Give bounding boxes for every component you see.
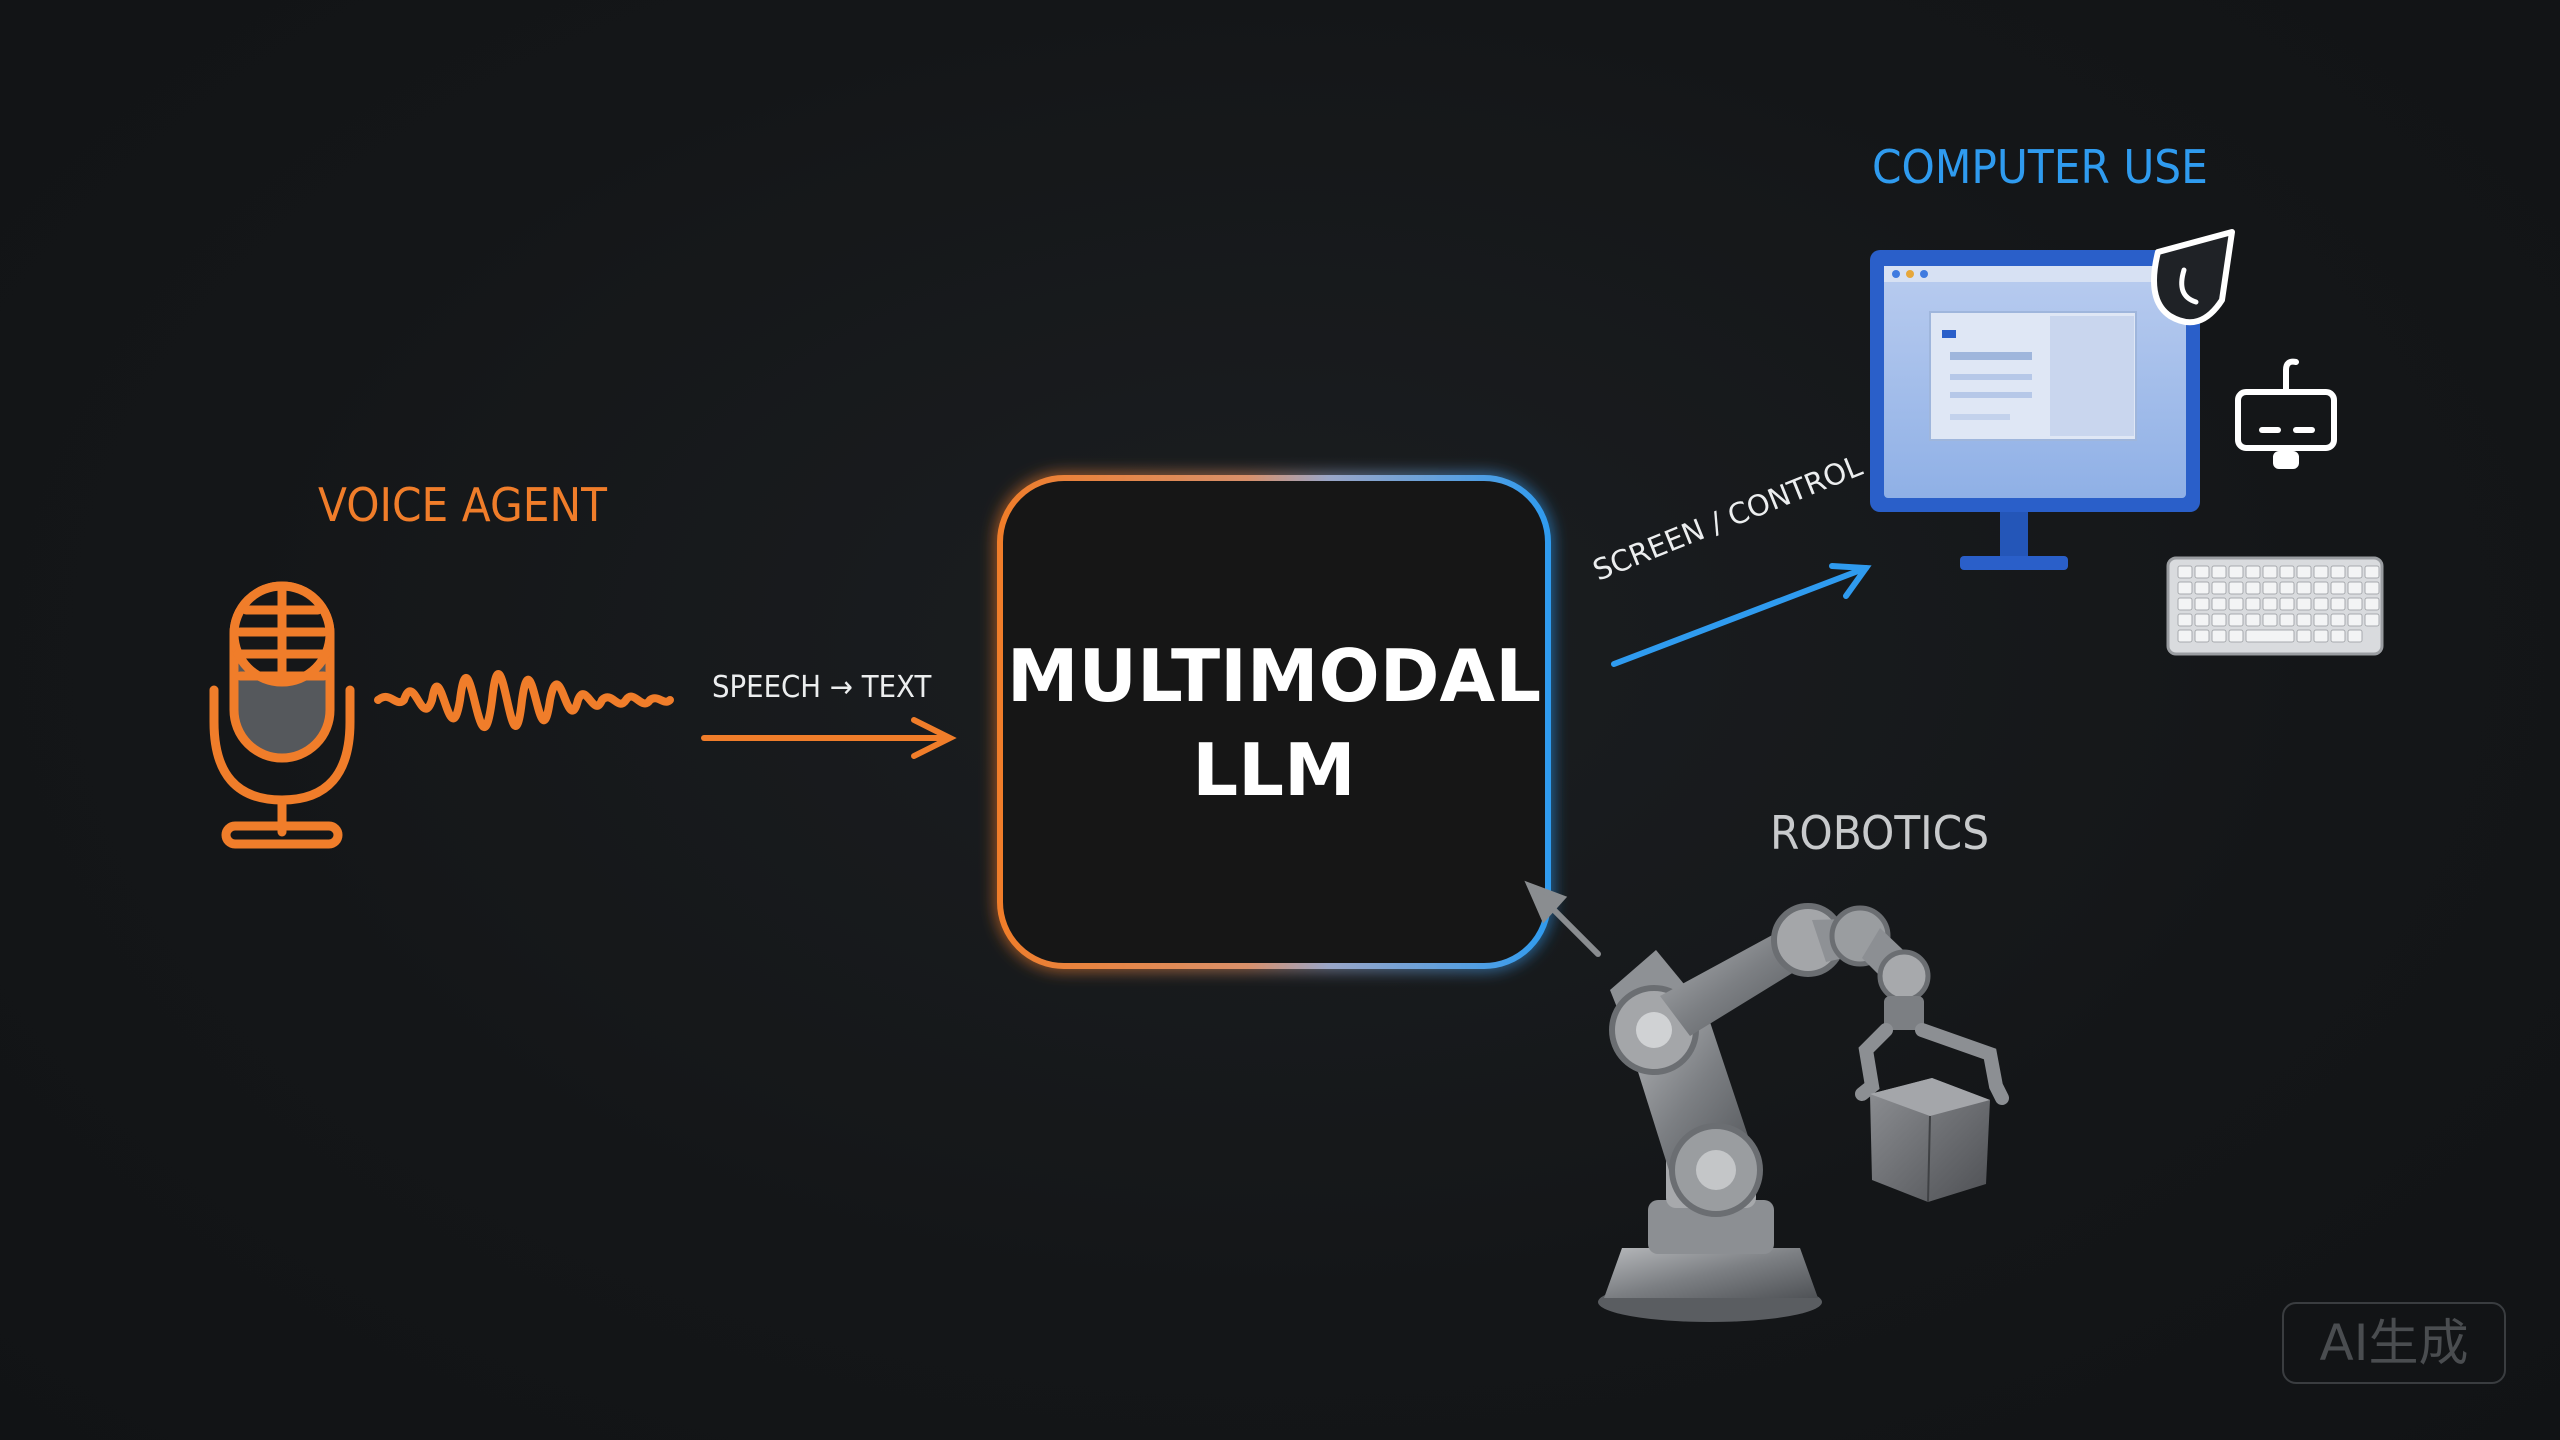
keyboard-key [2279,597,2295,611]
computer-use-label: COMPUTER USE [1872,140,2208,194]
keyboard-key [2364,581,2380,595]
llm-title-line2: LLM [1192,728,1356,812]
keyboard-key [2313,565,2329,579]
keyboard-key [2194,581,2210,595]
llm-title-line1: MULTIMODAL [1006,634,1542,718]
keyboard-key [2211,581,2227,595]
keyboard-key [2211,565,2227,579]
keyboard-key [2313,581,2329,595]
voice-agent-label: VOICE AGENT [318,478,607,532]
keyboard-key [2330,613,2346,627]
keyboard-key [2296,613,2312,627]
sound-wave-icon [374,670,674,732]
keyboard-key [2347,613,2363,627]
keyboard-key [2279,613,2295,627]
keyboard-key [2347,629,2363,643]
small-device-icon [2235,358,2337,469]
robotic-arm-icon [1598,903,2009,1322]
monitor-icon [1870,250,2200,570]
keyboard-key [2177,581,2193,595]
microphone-icon [209,581,355,849]
keyboard-key [2296,581,2312,595]
keyboard-key [2177,565,2193,579]
keyboard-key [2262,565,2278,579]
keyboard-key [2330,581,2346,595]
arrow-robotics-to-llm [1524,880,1601,957]
keyboard-key [2194,597,2210,611]
keyboard-key [2228,629,2244,643]
keyboard-key [2262,597,2278,611]
keyboard-key [2364,597,2380,611]
mouse-cursor-icon [2151,229,2235,326]
keyboard-key [2177,629,2193,643]
keyboard-key [2296,597,2312,611]
keyboard-key [2245,597,2261,611]
keyboard-key [2364,565,2380,579]
keyboard-key [2177,613,2193,627]
keyboard-key [2347,565,2363,579]
keyboard-key [2262,613,2278,627]
keyboard-key [2313,613,2329,627]
keyboard-key [2194,613,2210,627]
arrow-screen-control [1611,563,1872,667]
keyboard-icon [2166,556,2384,656]
keyboard-key [2211,597,2227,611]
keyboard-key [2245,613,2261,627]
keyboard-key [2347,597,2363,611]
keyboard-key [2177,597,2193,611]
ai-generated-watermark: AI生成 [2282,1302,2506,1384]
keyboard-key [2228,613,2244,627]
keyboard-key [2313,629,2329,643]
keyboard-key [2279,565,2295,579]
speech-to-text-edge-label: SPEECH → TEXT [712,670,932,705]
keyboard-key [2211,629,2227,643]
keyboard-key [2228,581,2244,595]
keyboard-key [2245,581,2261,595]
keyboard-key [2296,629,2312,643]
keyboard-key [2194,565,2210,579]
robotics-label: ROBOTICS [1770,806,1990,860]
keyboard-key [2330,597,2346,611]
keyboard-key [2245,629,2295,643]
keyboard-key [2296,565,2312,579]
keyboard-key [2313,597,2329,611]
llm-box-border [997,475,1551,969]
keyboard-key [2330,629,2346,643]
keyboard-key [2364,613,2380,627]
arrow-speech-to-text [701,717,957,759]
keyboard-key [2245,565,2261,579]
keyboard-key [2194,629,2210,643]
keyboard-key [2279,581,2295,595]
keyboard-key [2347,581,2363,595]
keyboard-key [2262,581,2278,595]
keyboard-key [2330,565,2346,579]
keyboard-key [2211,613,2227,627]
keyboard-key [2228,597,2244,611]
keyboard-key [2228,565,2244,579]
